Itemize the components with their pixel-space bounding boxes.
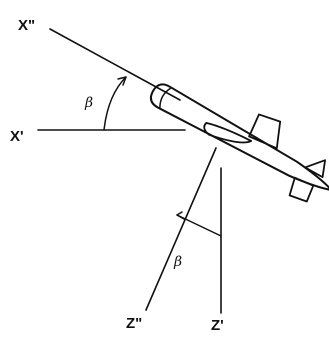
aircraft-fuselage bbox=[149, 83, 329, 192]
beta-arc-upper bbox=[103, 76, 127, 131]
aircraft-tail-fin-lower bbox=[288, 176, 315, 203]
label-beta-upper: β bbox=[84, 95, 93, 111]
aircraft-tail-fin-upper bbox=[304, 159, 326, 179]
label-beta-lower: β bbox=[173, 254, 182, 270]
aircraft-illustration bbox=[149, 83, 329, 203]
z-double-prime-axis bbox=[145, 147, 217, 311]
aircraft-wing bbox=[203, 122, 253, 144]
label-z-prime: Z' bbox=[211, 317, 224, 334]
label-x-prime: X' bbox=[10, 128, 24, 145]
beta-arc-lower-arrowhead bbox=[176, 211, 185, 220]
x-double-prime-axis bbox=[49, 28, 181, 101]
label-x-double-prime: X" bbox=[18, 17, 35, 34]
beta-arc-upper-arrowhead bbox=[117, 76, 127, 86]
label-z-double-prime: Z" bbox=[126, 315, 142, 332]
aircraft-nose-ring bbox=[159, 87, 172, 109]
